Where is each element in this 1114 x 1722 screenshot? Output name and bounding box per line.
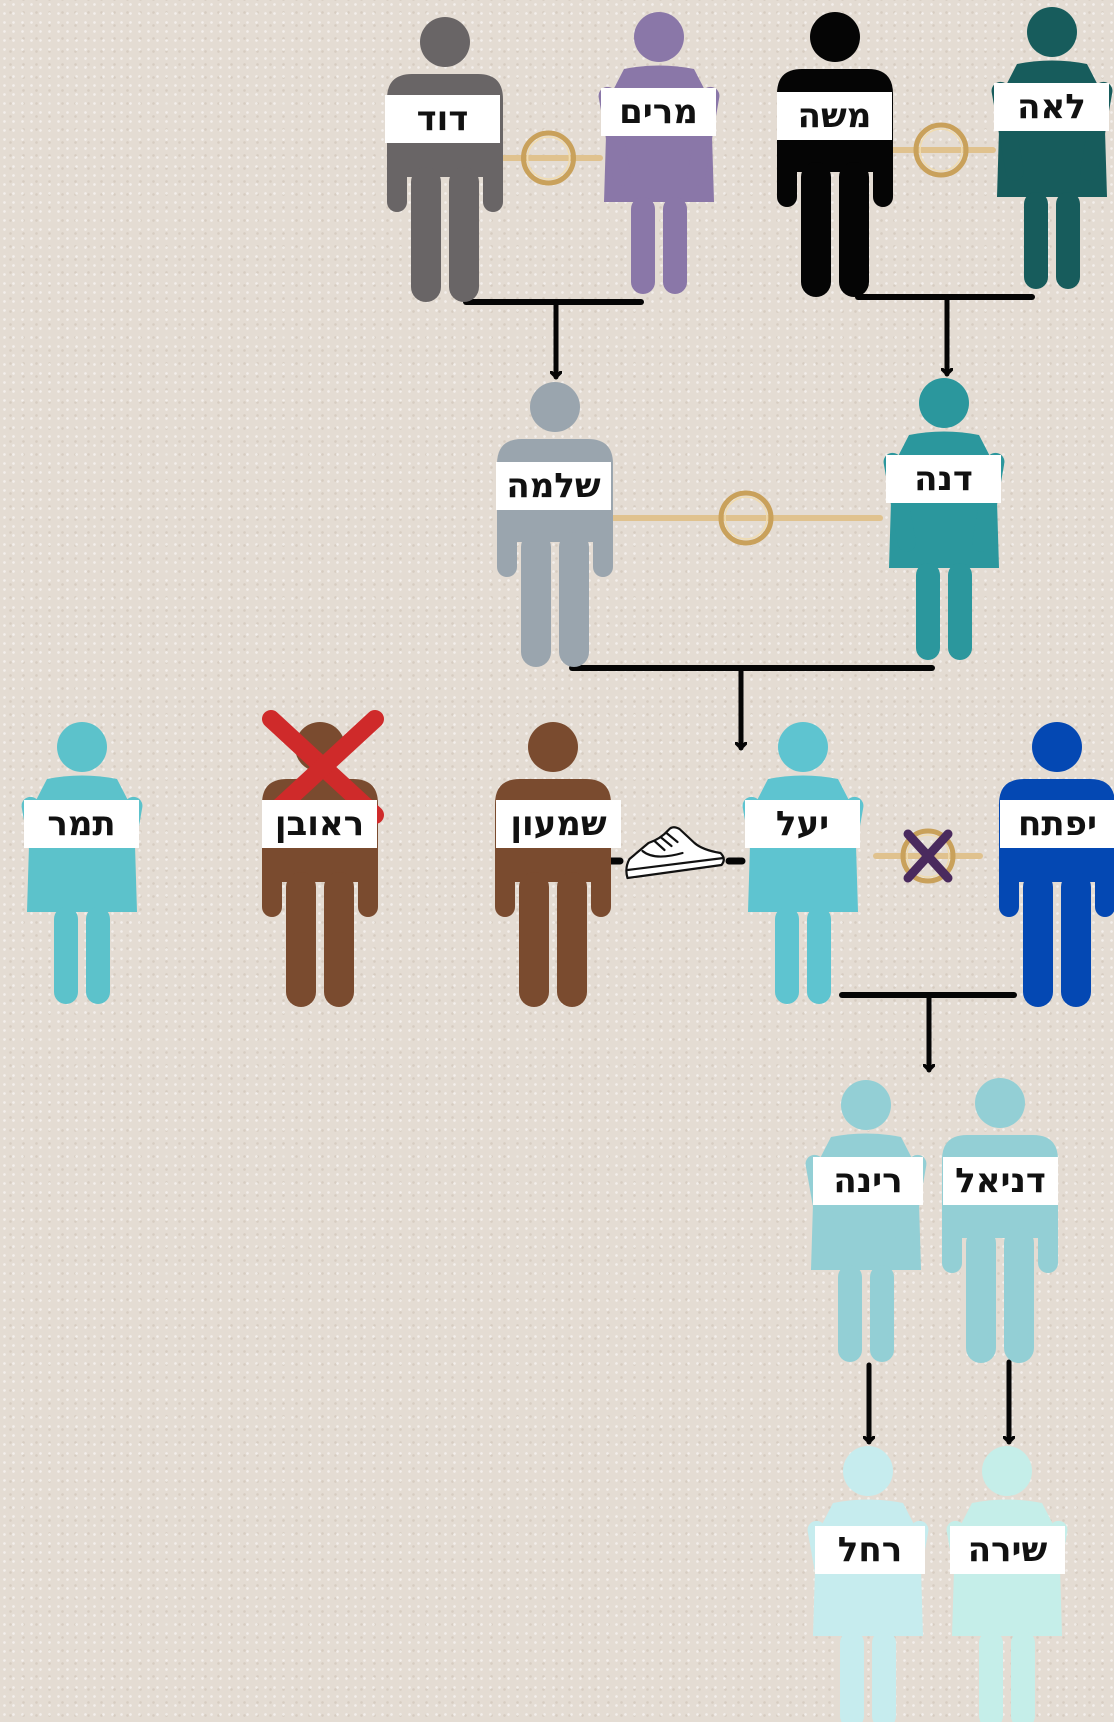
leg-shape — [872, 1631, 896, 1722]
person-head — [1027, 7, 1077, 57]
leg-shape — [966, 1228, 996, 1363]
overlay-layer — [262, 122, 969, 884]
person-head — [810, 12, 860, 62]
leg-shape — [916, 563, 940, 660]
leg-shape — [1056, 192, 1080, 289]
name-label-david: דוד — [385, 95, 500, 143]
leg-shape — [775, 907, 799, 1004]
person-shira — [946, 1446, 1068, 1722]
leg-shape — [948, 563, 972, 660]
name-label-leah: לאה — [994, 83, 1109, 131]
divorce-x-icon — [903, 829, 953, 883]
name-label-rachel: רחל — [815, 1526, 925, 1574]
leg-shape — [1061, 872, 1091, 1007]
person-daniel — [942, 1078, 1058, 1363]
leg-shape — [631, 197, 655, 294]
leg-shape — [1004, 1228, 1034, 1363]
leg-shape — [1023, 872, 1053, 1007]
person-shimon — [495, 722, 611, 1007]
person-head — [634, 12, 684, 62]
leg-shape — [663, 197, 687, 294]
person-shlomo — [497, 382, 613, 667]
leg-shape — [839, 162, 869, 297]
leg-shape — [411, 167, 441, 302]
name-label-reuven: ראובן — [262, 800, 377, 848]
leg-shape — [519, 872, 549, 1007]
name-label-yael: יעל — [745, 800, 860, 848]
leg-shape — [870, 1265, 894, 1362]
person-yael — [742, 722, 864, 1004]
leg-shape — [449, 167, 479, 302]
person-head — [528, 722, 578, 772]
person-head — [57, 722, 107, 772]
wedding-ring-icon — [718, 490, 774, 546]
leg-shape — [86, 907, 110, 1004]
person-moshe — [777, 12, 893, 297]
name-label-shlomo: שלמה — [496, 462, 611, 510]
person-dana — [883, 378, 1005, 660]
leg-shape — [557, 872, 587, 1007]
sneaker-icon — [625, 826, 725, 880]
name-label-moshe: משה — [777, 92, 892, 140]
name-label-miriam: מרים — [601, 88, 716, 136]
person-miriam — [598, 12, 720, 294]
name-label-shimon: שמעון — [496, 800, 621, 848]
leg-shape — [801, 162, 831, 297]
person-head — [778, 722, 828, 772]
leg-shape — [54, 907, 78, 1004]
person-head — [530, 382, 580, 432]
leg-shape — [838, 1265, 862, 1362]
name-label-dana: דנה — [886, 455, 1001, 503]
person-head — [1032, 722, 1082, 772]
person-head — [982, 1446, 1032, 1496]
leg-shape — [1024, 192, 1048, 289]
leg-shape — [286, 872, 316, 1007]
person-head — [843, 1446, 893, 1496]
leg-shape — [1011, 1631, 1035, 1722]
leg-shape — [559, 532, 589, 667]
wedding-ring-icon — [913, 122, 969, 178]
name-label-rina: רינה — [813, 1157, 923, 1205]
leg-shape — [840, 1631, 864, 1722]
leg-shape — [521, 532, 551, 667]
person-rachel — [807, 1446, 929, 1722]
wedding-ring-icon — [521, 130, 576, 186]
person-tamar — [21, 722, 143, 1004]
name-label-yiftach: יפתח — [1000, 800, 1114, 848]
person-david — [387, 17, 503, 302]
leg-shape — [324, 872, 354, 1007]
ring-icon — [900, 828, 956, 884]
person-rina — [805, 1080, 927, 1362]
person-leah — [991, 7, 1113, 289]
name-label-shira: שירה — [950, 1526, 1065, 1574]
person-head — [975, 1078, 1025, 1128]
name-label-daniel: דניאל — [943, 1157, 1058, 1205]
leg-shape — [979, 1631, 1003, 1722]
person-yiftach — [999, 722, 1114, 1007]
person-head — [420, 17, 470, 67]
name-label-tamar: תמר — [24, 800, 139, 848]
leg-shape — [807, 907, 831, 1004]
person-head — [919, 378, 969, 428]
red-x-icon — [262, 710, 384, 824]
person-head — [841, 1080, 891, 1130]
